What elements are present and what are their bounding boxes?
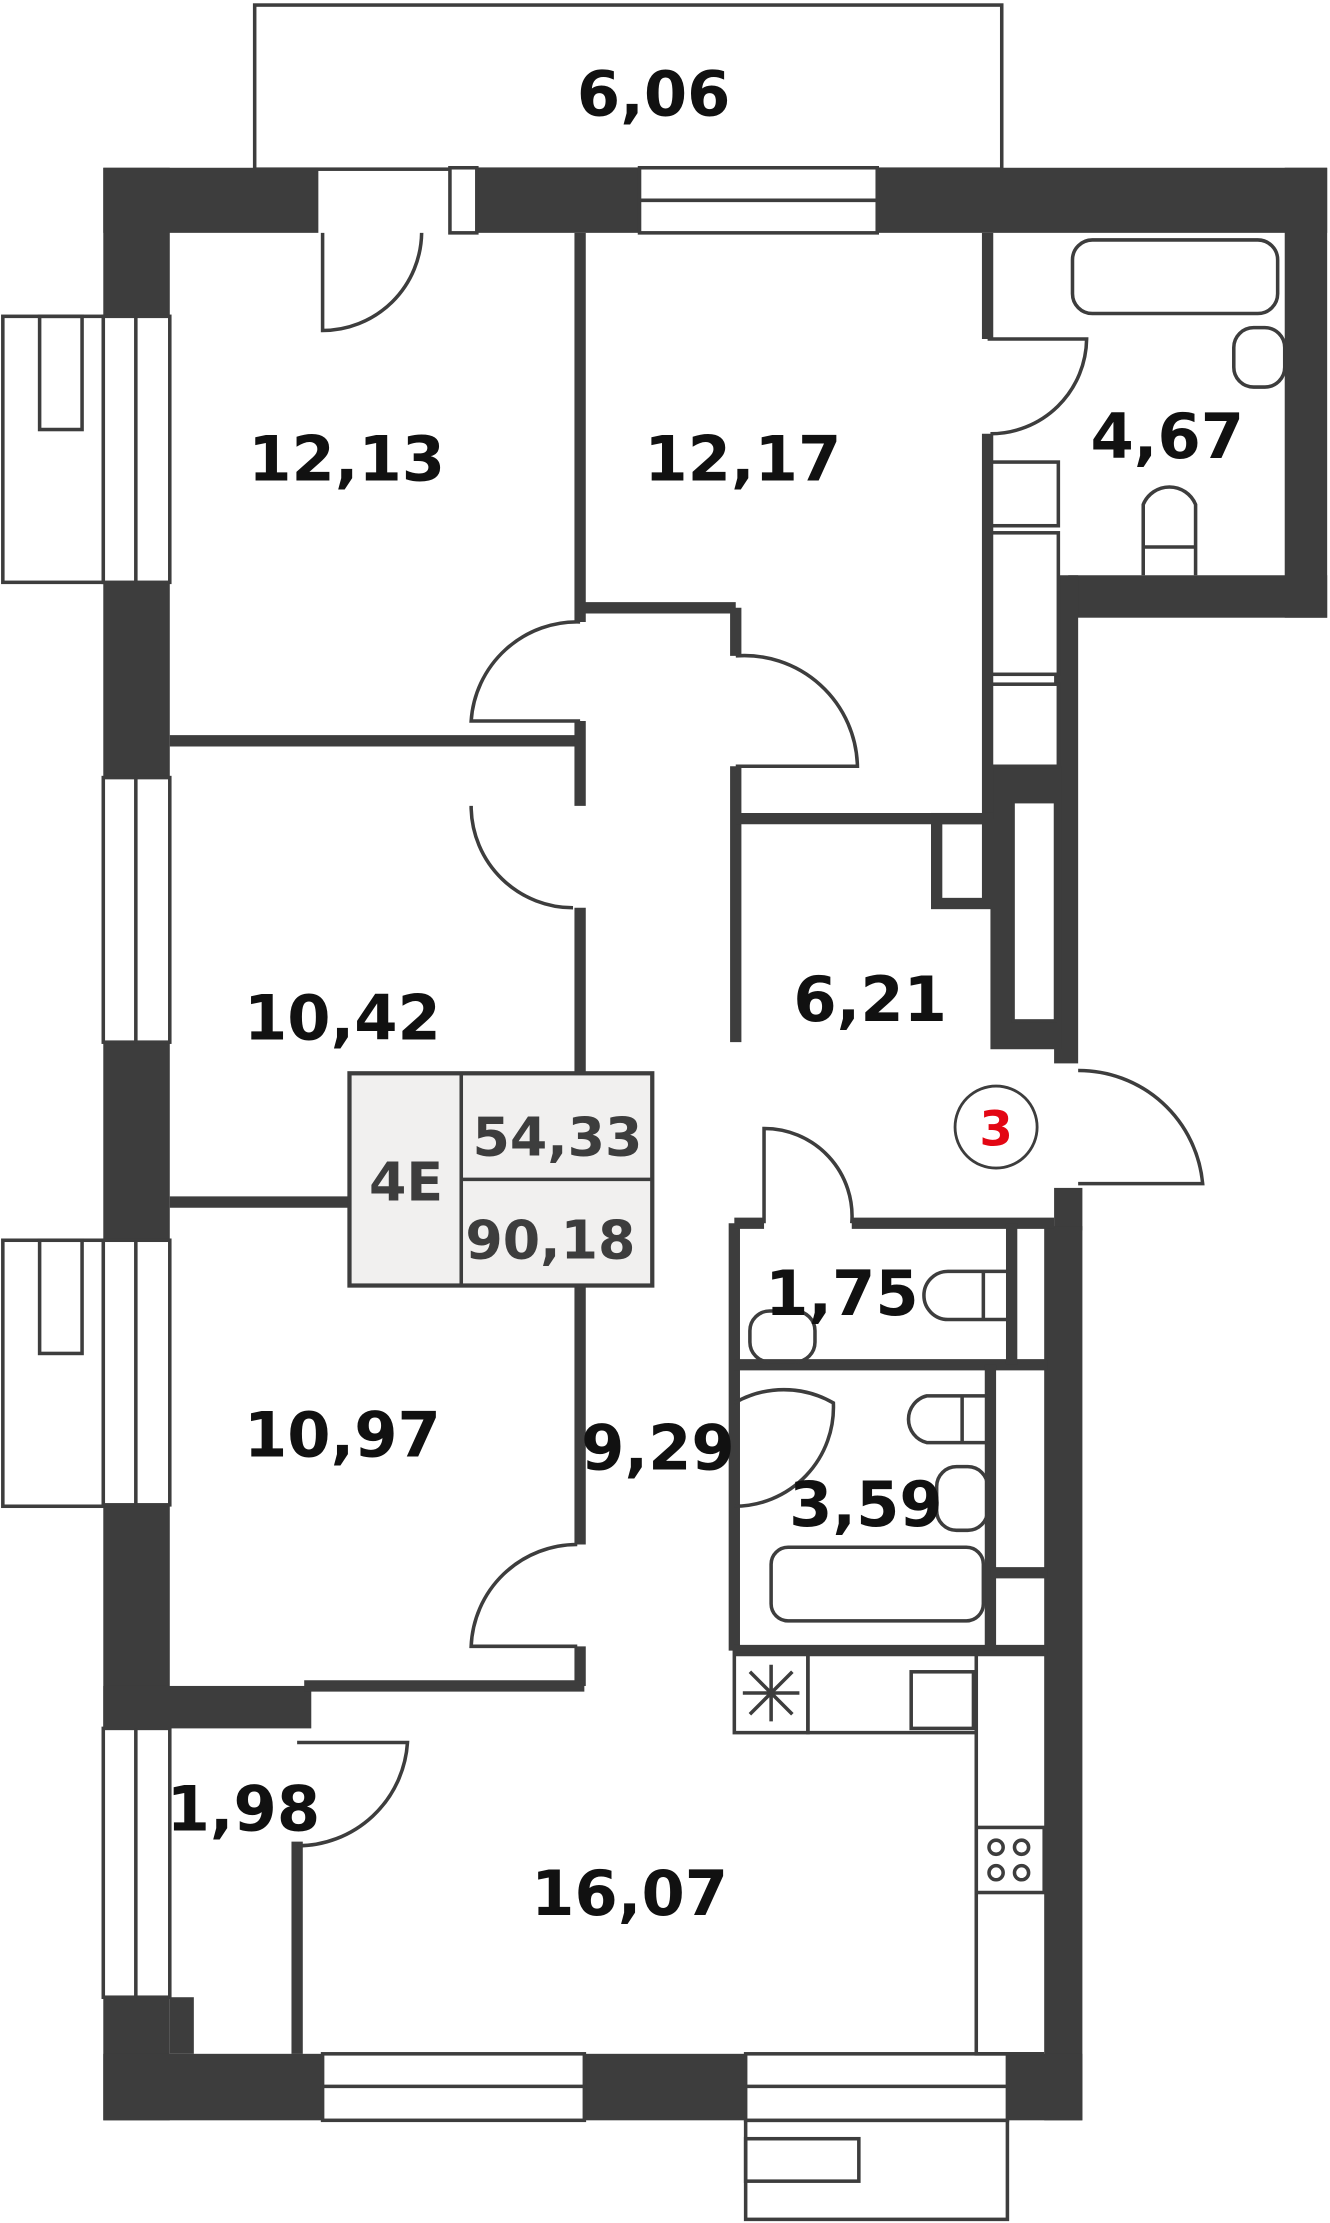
entrance-marker: 3: [953, 1084, 1039, 1170]
living-area: 54,33: [472, 1105, 642, 1168]
entrance-number: 3: [979, 1101, 1012, 1157]
room-area-bedroom-4: 10,97: [244, 1399, 441, 1472]
toilet-icon: [1141, 485, 1198, 576]
balcony-left-1: [1, 314, 106, 585]
apartment-legend: 4E 54,33 90,18: [347, 1071, 655, 1288]
balcony-left-2-detail: [37, 1238, 84, 1356]
balcony-left-1-detail: [37, 314, 84, 432]
sink-icon: [1232, 325, 1287, 389]
sink-icon: [748, 1309, 817, 1364]
sink-icon: [934, 1464, 990, 1533]
fixtures: [732, 238, 1287, 2056]
toilet-icon: [922, 1269, 1009, 1322]
balcony-top: [252, 3, 1004, 171]
bathtub-icon: [1070, 238, 1280, 316]
stove-icon: [974, 1825, 1046, 1895]
balcony-left-2: [1, 1238, 106, 1509]
balcony-bottom: [743, 2118, 1010, 2222]
room-area-bedroom-3: 10,42: [244, 981, 441, 1054]
room-area-storage: 1,98: [167, 1772, 321, 1845]
room-area-balcony: 6,06: [577, 57, 731, 130]
kitchen-sink-icon: [909, 1670, 976, 1731]
room-area-bathroom-2: 3,59: [789, 1468, 943, 1541]
doors: [297, 232, 1205, 1848]
toilet-icon: [906, 1394, 988, 1445]
room-area-kitchen-living: 16,07: [531, 1857, 728, 1930]
bathtub-icon: [769, 1545, 986, 1623]
snowflake-icon: [742, 1664, 800, 1722]
windows: [101, 165, 1061, 2123]
balcony-bottom-detail: [743, 2136, 861, 2183]
room-area-hall: 6,21: [793, 963, 947, 1036]
room-area-wc: 1,75: [765, 1257, 919, 1330]
total-area: 90,18: [465, 1209, 635, 1272]
room-area-bathroom-1: 4,67: [1090, 400, 1244, 473]
room-area-bedroom-2: 12,17: [644, 422, 841, 495]
room-area-corridor: 9,29: [581, 1411, 735, 1484]
inner-walls: [169, 232, 1055, 2054]
room-area-bedroom-1: 12,13: [248, 422, 445, 495]
apartment-type: 4E: [369, 1151, 443, 1214]
